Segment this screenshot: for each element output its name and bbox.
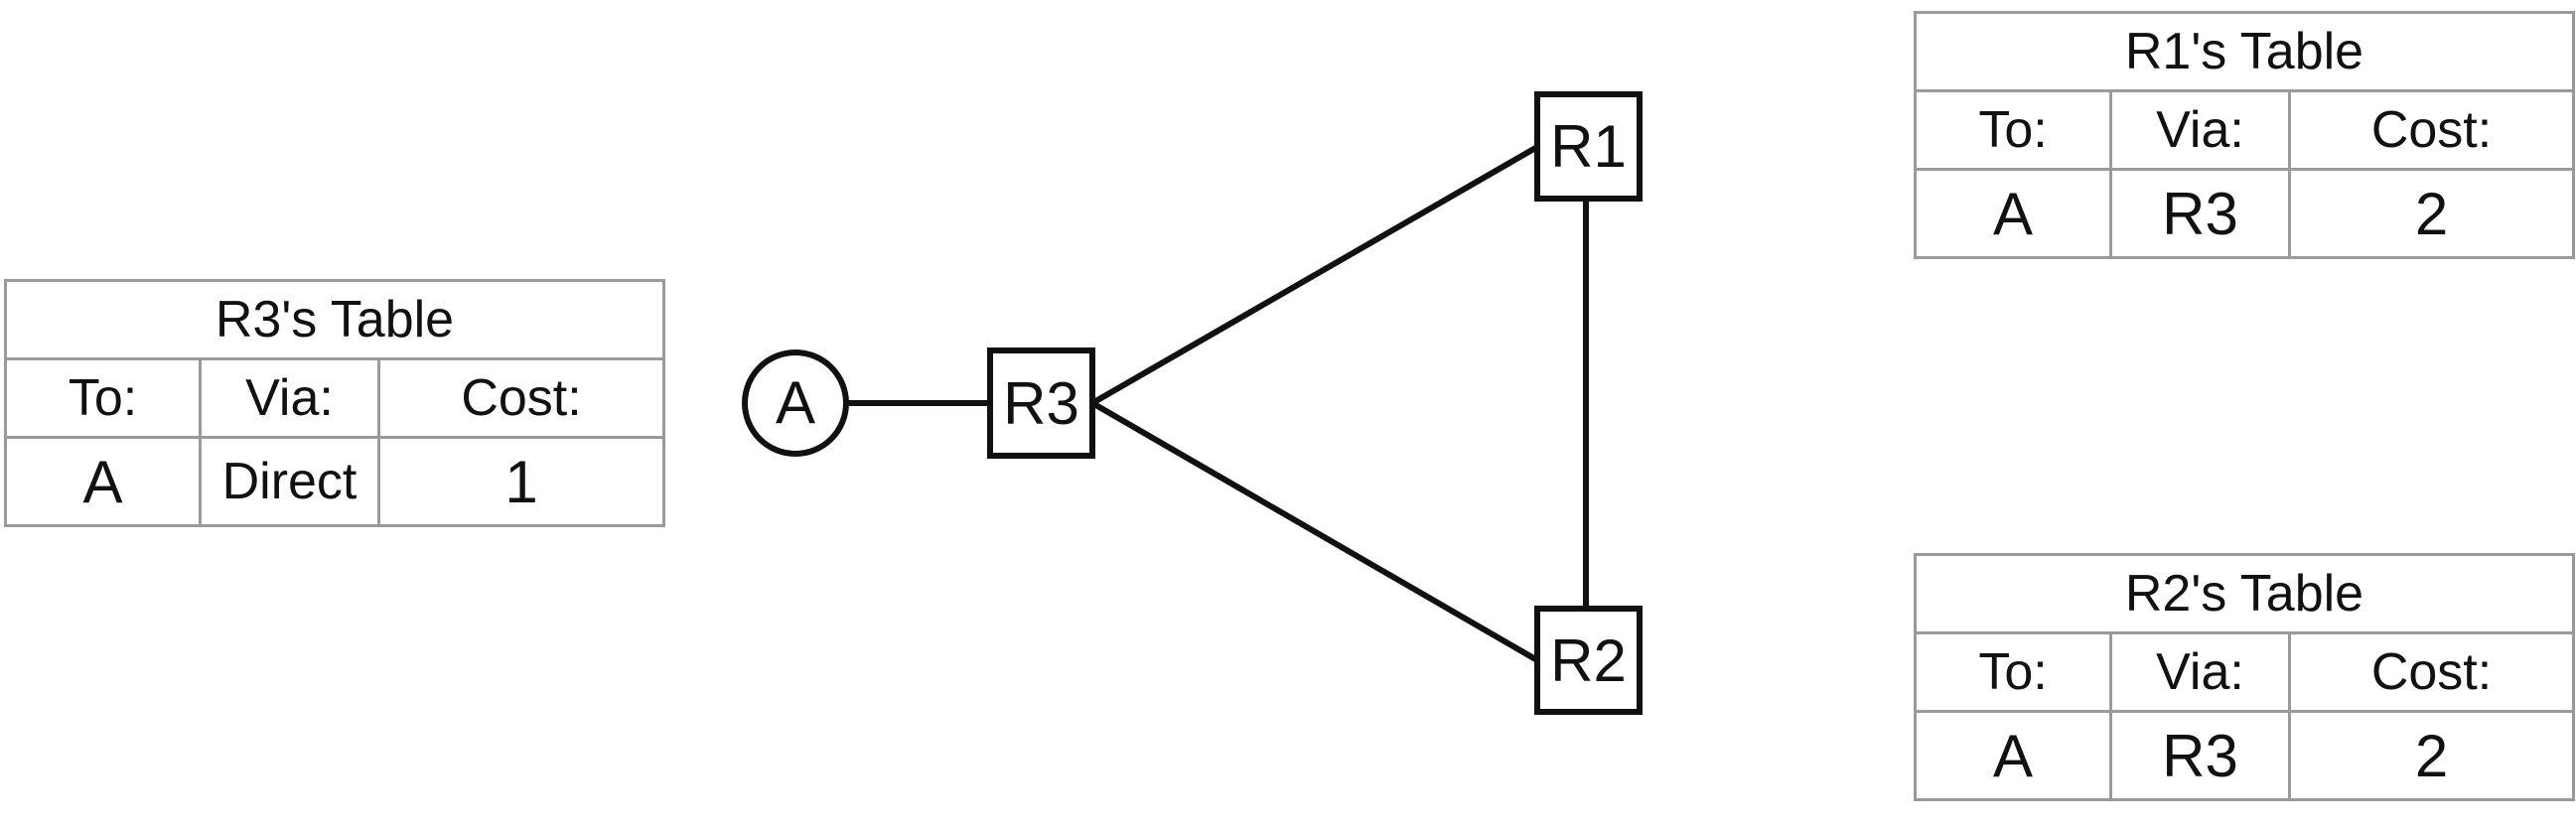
link-r3-r1 <box>1090 144 1539 406</box>
node-r1-label: R1 <box>1550 113 1627 180</box>
r3-header-via: Via: <box>199 357 380 439</box>
node-r3: R3 <box>987 347 1095 459</box>
r2-cell-via: R3 <box>2109 710 2291 801</box>
r2-header-to: To: <box>1914 631 2112 713</box>
node-r3-label: R3 <box>1003 370 1079 437</box>
r3-routing-table: R3's Table To: Via: Cost: A Direct 1 <box>4 279 665 527</box>
r2-cell-cost: 2 <box>2288 710 2575 801</box>
r1-cell-via: R3 <box>2109 168 2291 259</box>
node-a-circle <box>742 349 849 457</box>
r3-table-title: R3's Table <box>4 279 665 360</box>
r2-header-via: Via: <box>2109 631 2291 713</box>
r1-header-via: Via: <box>2109 89 2291 171</box>
node-r3-box <box>987 347 1095 459</box>
r3-cell-via: Direct <box>199 436 380 527</box>
r1-routing-table: R1's Table To: Via: Cost: A R3 2 <box>1914 11 2575 259</box>
r1-header-cost: Cost: <box>2288 89 2575 171</box>
r3-cell-cost: 1 <box>377 436 665 527</box>
node-r1-box <box>1534 91 1643 202</box>
r3-header-cost: Cost: <box>377 357 665 439</box>
r2-header-cost: Cost: <box>2288 631 2575 713</box>
node-r2-label: R2 <box>1550 627 1627 694</box>
link-r3-r2 <box>1090 400 1539 663</box>
node-r2-box <box>1534 606 1643 715</box>
node-a-label: A <box>776 369 815 436</box>
r2-cell-to: A <box>1914 710 2112 801</box>
r3-cell-to: A <box>4 436 202 527</box>
node-r1: R1 <box>1534 91 1643 202</box>
r3-header-to: To: <box>4 357 202 439</box>
r2-routing-table: R2's Table To: Via: Cost: A R3 2 <box>1914 553 2575 801</box>
r1-table-title: R1's Table <box>1914 11 2575 92</box>
r2-table-title: R2's Table <box>1914 553 2575 634</box>
r1-header-to: To: <box>1914 89 2112 171</box>
node-r2: R2 <box>1534 606 1643 715</box>
r1-cell-to: A <box>1914 168 2112 259</box>
node-a: A <box>742 349 849 457</box>
r1-cell-cost: 2 <box>2288 168 2575 259</box>
